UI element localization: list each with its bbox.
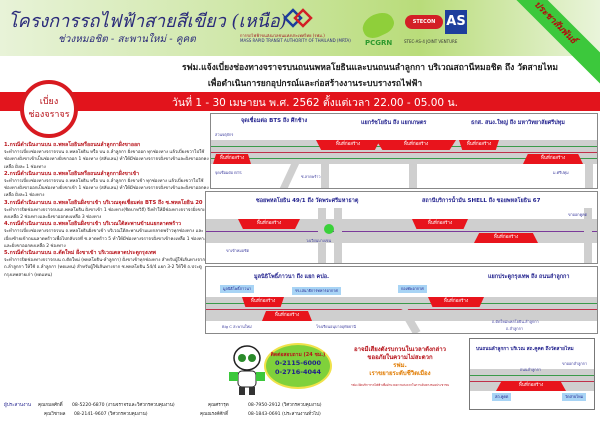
announcement-line-1: รฟม.แจ้งเบี่ยงช่องทางจราจรบนถนนพหลโยธินแ… xyxy=(182,63,558,73)
case-list: 1.กรณีดำเนินงานบน ถ.พหลโยธินหรือถนนลำลูก… xyxy=(4,142,210,279)
header-banner xyxy=(0,0,600,56)
construction-zone: พื้นที่ก่อสร้าง xyxy=(262,311,312,321)
roundabout-icon xyxy=(324,224,334,234)
construction-zone: พื้นที่ก่อสร้าง xyxy=(523,154,583,164)
date-text: วันที่ 1 - 30 เมษายน พ.ศ. 2562 ตั้งแต่เว… xyxy=(172,97,458,109)
date-bar xyxy=(0,92,600,111)
construction-zone: พื้นที่ก่อสร้าง xyxy=(459,140,499,150)
project-subtitle: ช่วงหมอชิต - สะพานใหม่ - คูคต xyxy=(58,34,196,45)
case-item: 4.กรณีดำเนินงานบน ถ.พหลโยธินฝั่งขาเข้า บ… xyxy=(4,221,207,249)
announcement-line-2: เพื่อดำเนินการยกอุปกรณ์และก่อสร้างงานระบ… xyxy=(207,79,423,89)
map-panel-1: จุดเชื่อมต่อ BTS ถึง ศึกช้าง แยกรัชโยธิน… xyxy=(210,113,598,189)
mascot-icon xyxy=(229,345,265,395)
case-item: 2.กรณีดำเนินงานบน ถ.พหลโยธินหรือถนนลำลูก… xyxy=(4,170,209,199)
pcgrn-label: PCGRN xyxy=(365,39,393,47)
case-item: 3.กรณีดำเนินงานบน ถ.พหลโยธินฝั่งขาเข้า บ… xyxy=(4,199,211,221)
as-logo: AS xyxy=(445,10,467,34)
construction-zone: พื้นที่ก่อสร้าง xyxy=(412,219,468,229)
hotline-phone-1: 0-2115-6000 xyxy=(274,359,322,367)
mrta-name-th: การรถไฟฟ้าขนส่งมวลชนแห่งประเทศไทย (รฟม.) xyxy=(240,33,325,38)
badge-line-2: ช่องจราจร xyxy=(28,110,70,120)
map-panel-3: มูลนิธิโพธิ์ภาวนา ถึง แยก คปอ. แยกประตูก… xyxy=(205,266,598,334)
badge-line-1: เบี่ยง xyxy=(39,97,59,107)
project-title: โครงการรถไฟฟ้าสายสีเขียว (เหนือ) xyxy=(8,11,287,32)
construction-zone: พื้นที่ก่อสร้าง xyxy=(428,297,484,307)
construction-zone: พื้นที่ก่อสร้าง xyxy=(376,140,456,150)
hotline-title: ติดต่อสอบถาม (24 ชม.) xyxy=(270,352,326,358)
construction-zone: พื้นที่ก่อสร้าง xyxy=(316,140,380,150)
lane-diversion-badge: เบี่ยงช่องจราจร xyxy=(20,80,78,138)
map-panel-4: บนถนนลำลูกกา บริเวณ สถ.คูคต ถึงวัดสายไหม… xyxy=(469,338,595,410)
joint-venture-label: STEC-AS-4 JOINT VENTURE xyxy=(404,39,458,44)
mrta-logo-icon xyxy=(283,8,313,28)
mrta-name-en: MASS RAPID TRANSIT AUTHORITY OF THAILAND… xyxy=(240,38,351,43)
construction-zone: พื้นที่ก่อสร้าง xyxy=(474,233,538,243)
stecon-logo: STECON xyxy=(405,15,443,29)
construction-zone: พื้นที่ก่อสร้าง xyxy=(496,381,566,391)
map-panel-2: ซอยพหลโยธิน 49/1 ถึง วัดพระศรีมหาธาตุ สถ… xyxy=(205,191,598,264)
case-item: 5.กรณีดำเนินงานบน ถ.ตัดใหม่ ฝั่งขาเข้า บ… xyxy=(4,250,206,278)
case-item: 1.กรณีดำเนินงานบน ถ.พหลโยธินหรือถนนลำลูก… xyxy=(4,142,209,170)
construction-zone: พื้นที่ก่อสร้าง xyxy=(238,219,300,229)
construction-zone: พื้นที่ก่อสร้าง xyxy=(242,297,284,307)
hotline-phone-2: 0-2716-4044 xyxy=(274,368,322,376)
construction-zone: พื้นที่ก่อสร้าง xyxy=(213,154,251,164)
apology-message: อาจมีเสียงดังรบกวนในเวลาดังกล่าว ขออภัยใ… xyxy=(350,346,450,387)
hotline-callout: ติดต่อสอบถาม (24 ชม.) 0-2115-6000 0-2716… xyxy=(264,343,332,389)
